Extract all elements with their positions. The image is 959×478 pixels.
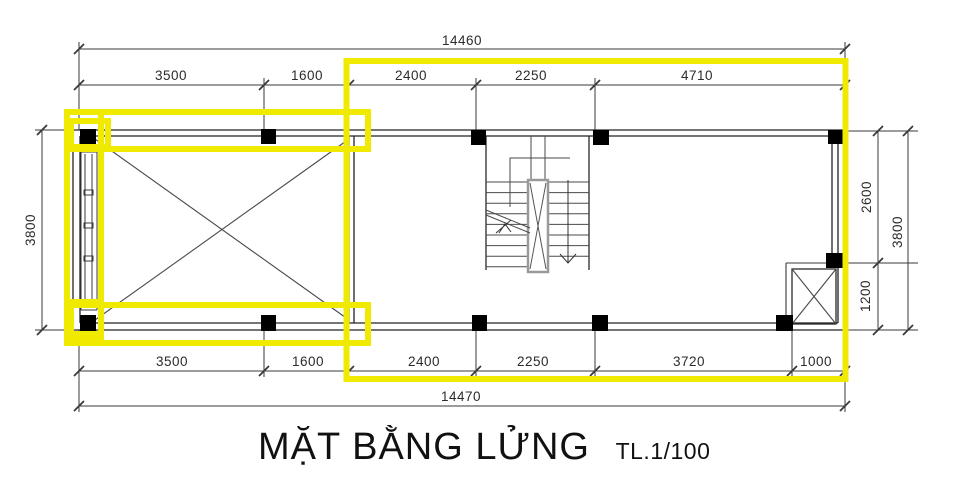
column xyxy=(261,129,276,144)
dim-bottom-1600: 1600 xyxy=(292,354,324,369)
column xyxy=(471,130,486,145)
bottom-wall xyxy=(73,322,845,331)
dim-left-3800: 3800 xyxy=(23,214,38,246)
columns xyxy=(80,129,844,331)
dim-top-4710: 4710 xyxy=(681,68,713,83)
column xyxy=(472,315,487,331)
highlight-box-right-area xyxy=(343,58,849,382)
dim-top-2400: 2400 xyxy=(395,68,427,83)
left-window xyxy=(80,151,98,311)
stair-stringer-x xyxy=(529,182,547,270)
stair-down-arrow xyxy=(559,180,577,264)
highlight-box-top-left-column xyxy=(68,118,111,150)
dim-bottom-1000: 1000 xyxy=(800,354,832,369)
title-text: MẶT BẰNG LỬNG xyxy=(258,424,590,468)
title-scale-text: TL.1/100 xyxy=(616,438,711,464)
stair-break-line xyxy=(485,209,531,234)
dim-right-1200: 1200 xyxy=(858,280,873,312)
dim-top-3500: 3500 xyxy=(155,68,187,83)
column xyxy=(592,315,608,331)
column xyxy=(80,129,96,144)
highlight-box-bottom-wall xyxy=(64,302,371,346)
dim-right-2600: 2600 xyxy=(859,181,874,213)
highlight-box-left-wall xyxy=(64,109,104,342)
stair-up-arrow xyxy=(495,219,512,234)
stair-landing-guard xyxy=(509,157,570,207)
shaft-x xyxy=(791,268,837,325)
highlight-box-bottom-left-column xyxy=(68,299,104,337)
dim-bottom-3500: 3500 xyxy=(156,354,188,369)
dim-bottom-overall: 14470 xyxy=(441,389,481,404)
column xyxy=(828,130,844,144)
column xyxy=(776,315,793,331)
dim-top-overall: 14460 xyxy=(442,33,482,48)
staircase xyxy=(485,136,590,274)
column xyxy=(80,315,96,331)
stair-left-treads xyxy=(486,181,528,268)
highlight-annotations xyxy=(64,58,849,382)
void-opening-x xyxy=(94,138,350,321)
dim-top-1600: 1600 xyxy=(291,68,323,83)
dim-top-2250: 2250 xyxy=(515,68,547,83)
void-edge-wall xyxy=(348,136,355,323)
dimension-labels: 14460 3500 1600 2400 2250 4710 3500 1600… xyxy=(23,33,905,404)
walls xyxy=(72,129,846,331)
dim-right-3800: 3800 xyxy=(890,216,905,248)
column xyxy=(261,315,276,331)
left-wall xyxy=(72,130,81,330)
top-extension-lines xyxy=(78,42,846,136)
drawing-title: MẶT BẰNG LỬNG TL.1/100 xyxy=(258,424,710,468)
dim-bottom-2400: 2400 xyxy=(408,354,440,369)
dim-bottom-2250: 2250 xyxy=(517,354,549,369)
dim-bottom-3720: 3720 xyxy=(673,354,705,369)
column xyxy=(826,253,843,268)
dimension-ticks xyxy=(36,43,914,412)
shaft xyxy=(785,262,838,325)
top-wall xyxy=(73,129,845,137)
column xyxy=(593,130,609,145)
